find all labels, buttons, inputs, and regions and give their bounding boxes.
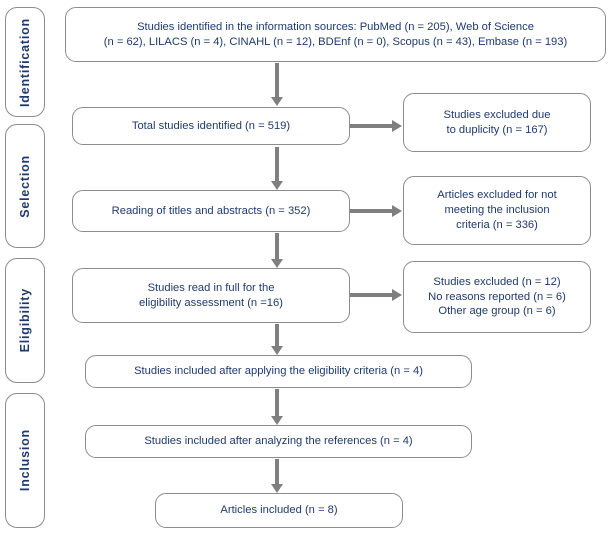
box-full-text-read-line1: Studies read in full for the <box>147 281 275 294</box>
stage-eligibility: Eligibility <box>5 258 45 383</box>
box-total-identified: Total studies identified (n = 519) <box>72 107 350 145</box>
box-excluded-duplicity-line1: Studies excluded due <box>443 108 551 121</box>
box-excluded-duplicity-line2: to duplicity (n = 167) <box>446 123 548 136</box>
down-arrow-5 <box>275 389 279 416</box>
box-included-eligibility-criteria-text: Studies included after applying the elig… <box>134 365 423 378</box>
stage-identification: Identification <box>5 7 45 117</box>
down-arrow-3 <box>275 233 279 259</box>
box-included-eligibility-criteria: Studies included after applying the elig… <box>85 355 472 388</box>
box-excluded-fulltext: Studies excluded (n = 12) No reasons rep… <box>403 261 591 333</box>
box-excluded-criteria-line2: meeting the inclusion <box>444 204 550 217</box>
right-arrow-criteria <box>350 209 392 213</box>
stage-selection: Selection <box>5 124 45 248</box>
down-arrow-2 <box>275 147 279 181</box>
box-excluded-fulltext-line2: No reasons reported (n = 6) <box>428 290 566 303</box>
box-full-text-read: Studies read in full for the eligibility… <box>72 268 350 323</box>
down-arrow-4 <box>275 324 279 346</box>
right-arrow-fulltext <box>350 293 392 297</box>
right-arrow-duplicity <box>350 124 392 128</box>
box-excluded-duplicity: Studies excluded due to duplicity (n = 1… <box>403 93 591 152</box>
box-identified-sources-line2: (n = 62), LILACS (n = 4), CINAHL (n = 12… <box>103 35 568 48</box>
stage-label-eligibility: Eligibility <box>18 288 32 353</box>
box-reading-titles-abstracts: Reading of titles and abstracts (n = 352… <box>72 190 350 232</box>
stage-inclusion: Inclusion <box>5 393 45 528</box>
box-excluded-criteria-line3: criteria (n = 336) <box>456 218 538 231</box>
box-excluded-criteria: Articles excluded for not meeting the in… <box>403 176 591 245</box>
box-total-identified-text: Total studies identified (n = 519) <box>131 119 291 132</box>
box-articles-included: Articles included (n = 8) <box>155 493 403 528</box>
box-identified-sources: Studies identified in the information so… <box>65 7 606 62</box>
stage-label-inclusion: Inclusion <box>18 429 32 492</box>
down-arrow-6 <box>275 459 279 484</box>
box-full-text-read-line2: eligibility assessment (n =16) <box>139 296 283 309</box>
box-included-references: Studies included after analyzing the ref… <box>85 425 472 458</box>
stage-label-selection: Selection <box>18 154 32 218</box>
box-included-references-text: Studies included after analyzing the ref… <box>144 435 413 448</box>
box-excluded-fulltext-line3: Other age group (n = 6) <box>438 305 556 318</box>
box-excluded-criteria-line1: Articles excluded for not <box>437 189 557 202</box>
box-identified-sources-line1: Studies identified in the information so… <box>137 20 534 33</box>
stage-label-identification: Identification <box>18 17 32 107</box>
box-articles-included-text: Articles included (n = 8) <box>220 504 338 517</box>
down-arrow-1 <box>275 63 279 97</box>
box-excluded-fulltext-line1: Studies excluded (n = 12) <box>433 275 561 288</box>
box-reading-titles-abstracts-text: Reading of titles and abstracts (n = 352… <box>111 204 311 217</box>
